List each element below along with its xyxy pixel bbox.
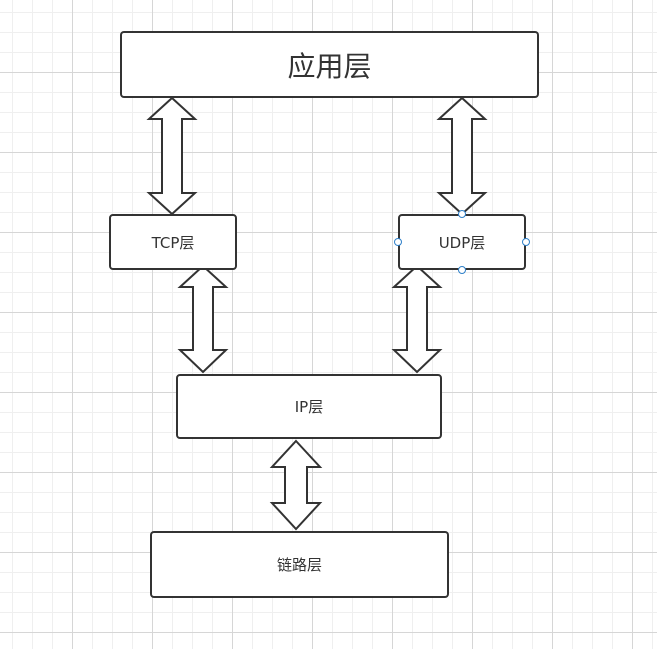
arrow-ip-link[interactable] [269,439,323,531]
application-layer-label: 应用层 [287,49,372,83]
tcp-layer-node[interactable]: TCP层 [109,214,237,270]
selection-handle-bottom[interactable] [458,266,466,274]
link-layer-node[interactable]: 链路层 [150,531,449,598]
udp-layer-label: UDP层 [438,233,486,252]
application-layer-node[interactable]: 应用层 [120,31,539,98]
selection-handle-right[interactable] [522,238,530,246]
ip-layer-label: IP层 [294,398,324,416]
link-layer-label: 链路层 [276,556,322,574]
selection-handle-top[interactable] [458,210,466,218]
arrow-app-tcp[interactable] [146,96,198,216]
ip-layer-node[interactable]: IP层 [176,374,442,439]
udp-layer-node[interactable]: UDP层 [398,214,526,270]
selection-handle-left[interactable] [394,238,402,246]
arrow-app-udp[interactable] [436,96,488,216]
arrow-tcp-ip[interactable] [177,264,229,374]
tcp-layer-label: TCP层 [151,233,195,252]
arrow-udp-ip[interactable] [391,264,443,374]
